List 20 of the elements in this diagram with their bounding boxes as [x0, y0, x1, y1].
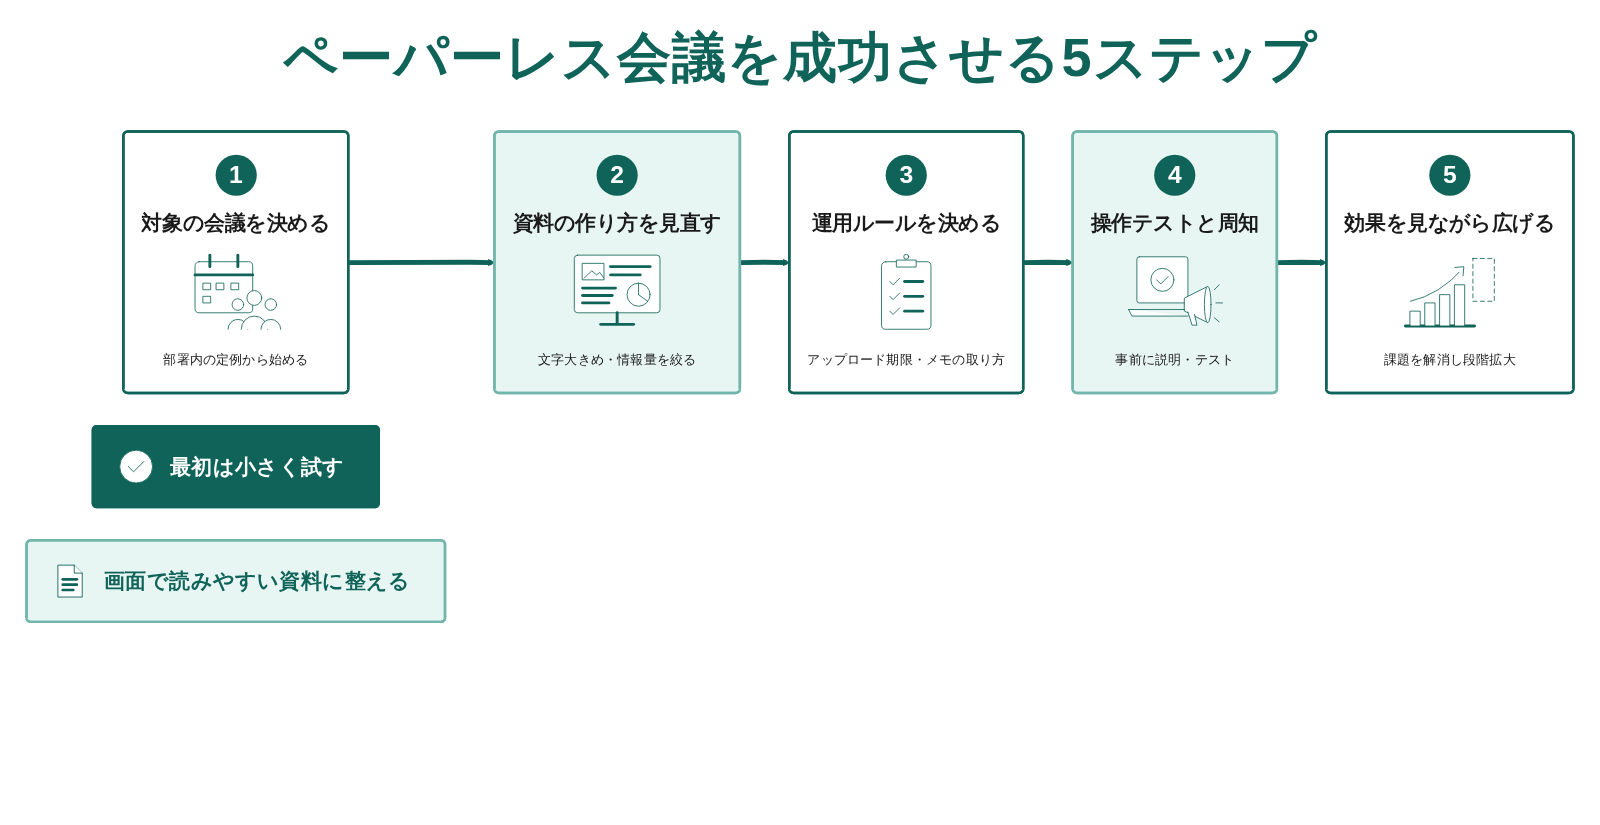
title: ペーパーレス会議を成功させる5ステップ: [282, 26, 1319, 89]
step-card: [493, 130, 742, 395]
tip-banner: [25, 539, 447, 624]
tip-text: 最初は小さく試す: [169, 452, 346, 481]
step-caption: 課題を解消し段階拡大: [1383, 351, 1516, 369]
step-heading: 資料の作り方を見直す: [512, 209, 722, 236]
step-card: [1071, 130, 1279, 395]
step-heading: 操作テストと周知: [1090, 209, 1259, 236]
step-card: [1325, 130, 1575, 395]
tip-banner: [91, 425, 380, 509]
step-caption: 文字大きめ・情報量を絞る: [538, 351, 697, 369]
step-heading: 効果を見ながら広げる: [1344, 209, 1556, 237]
step-heading: 対象の会議を決める: [141, 209, 331, 236]
step-card: [122, 130, 350, 395]
step-caption: 部署内の定例から始める: [163, 351, 309, 369]
step-caption: 事前に説明・テスト: [1115, 351, 1235, 369]
step-caption: アップロード期限・メモの取り方: [807, 351, 1006, 369]
tip-text: 画面で読みやすい資料に整える: [104, 567, 412, 596]
step-heading: 運用ルールを決める: [811, 209, 1001, 236]
step-card: [788, 130, 1025, 395]
